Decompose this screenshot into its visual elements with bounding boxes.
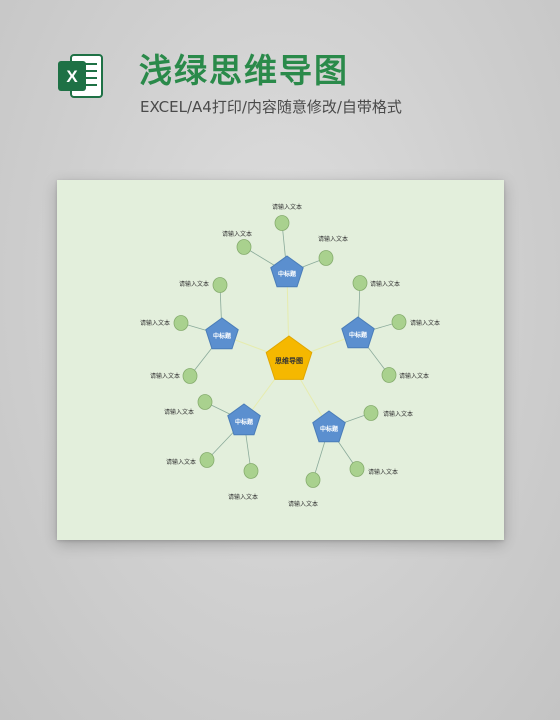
leaf-node-label: 请输入文本	[368, 468, 398, 476]
leaf-node[interactable]	[236, 239, 252, 255]
page-title: 浅绿思维导图	[139, 51, 349, 90]
leaf-node-label: 请输入文本	[399, 372, 429, 380]
branch-node[interactable]	[205, 317, 239, 350]
branch-node[interactable]	[341, 316, 375, 349]
mindmap-sheet: 思维导图中标题请输入文本请输入文本请输入文本中标题请输入文本请输入文本请输入文本…	[57, 180, 504, 540]
leaf-node-label: 请输入文本	[288, 500, 318, 508]
leaf-node-label: 请输入文本	[228, 493, 258, 501]
leaf-node[interactable]	[243, 463, 259, 479]
leaf-node[interactable]	[182, 368, 198, 384]
leaf-node-label: 请输入文本	[370, 280, 400, 288]
leaf-node-label: 请输入文本	[318, 235, 348, 243]
center-node-label: 思维导图	[275, 356, 303, 365]
leaf-node[interactable]	[173, 315, 189, 331]
leaf-node-label: 请输入文本	[272, 203, 302, 211]
leaf-node[interactable]	[381, 367, 397, 383]
leaf-node[interactable]	[352, 275, 368, 291]
leaf-node[interactable]	[391, 314, 407, 330]
branch-node-label: 中标题	[235, 418, 254, 426]
branch-node[interactable]	[227, 403, 261, 436]
excel-icon: X	[58, 54, 103, 98]
branch-node-label: 中标题	[320, 425, 339, 433]
branch-node-label: 中标题	[349, 331, 368, 339]
leaf-node[interactable]	[305, 472, 321, 488]
branch-node[interactable]	[312, 410, 346, 443]
leaf-node[interactable]	[274, 215, 290, 231]
leaf-node[interactable]	[197, 394, 213, 410]
branch-node[interactable]	[270, 255, 304, 288]
leaf-node-label: 请输入文本	[166, 458, 196, 466]
leaf-node[interactable]	[349, 461, 365, 477]
page-subtitle: EXCEL/A4打印/内容随意修改/自带格式	[140, 98, 402, 116]
leaf-node[interactable]	[199, 452, 215, 468]
svg-text:X: X	[66, 67, 78, 86]
leaf-node-label: 请输入文本	[222, 230, 252, 238]
leaf-node[interactable]	[212, 277, 228, 293]
header: X 浅绿思维导图 EXCEL/A4打印/内容随意修改/自带格式	[0, 0, 560, 160]
leaf-node-label: 请输入文本	[140, 319, 170, 327]
leaf-node[interactable]	[363, 405, 379, 421]
branch-node-label: 中标题	[213, 332, 232, 340]
branch-node-label: 中标题	[278, 270, 297, 278]
center-node[interactable]	[265, 335, 313, 380]
leaf-node-label: 请输入文本	[383, 410, 413, 418]
leaf-node-label: 请输入文本	[179, 280, 209, 288]
leaf-node-label: 请输入文本	[164, 408, 194, 416]
leaf-node-label: 请输入文本	[410, 319, 440, 327]
leaf-node[interactable]	[318, 250, 334, 266]
mindmap-canvas: 思维导图中标题请输入文本请输入文本请输入文本中标题请输入文本请输入文本请输入文本…	[140, 203, 440, 508]
leaf-node-label: 请输入文本	[150, 372, 180, 380]
